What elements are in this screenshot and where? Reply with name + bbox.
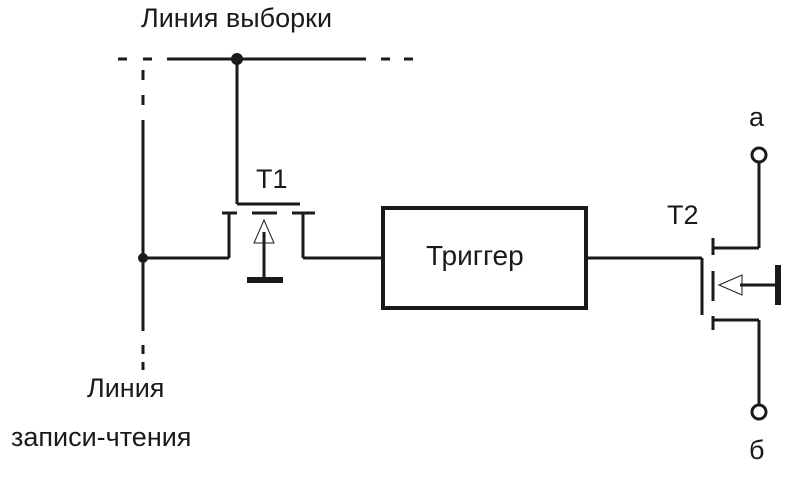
t1-substrate-arrow — [253, 218, 275, 244]
t2-label: T2 — [667, 200, 699, 230]
terminal-a-circle — [750, 146, 768, 164]
terminal-b-label: б — [749, 435, 765, 465]
terminal-a-label: а — [749, 102, 765, 132]
rw-line-label-line1: Линия — [87, 373, 165, 403]
rw-line-label-line2: записи-чтения — [11, 422, 192, 452]
t2-substrate-arrow — [717, 274, 743, 296]
trigger-label: Триггер — [426, 240, 524, 271]
t1-label: T1 — [256, 164, 288, 194]
transistor-t2 — [700, 163, 781, 405]
transistor-t1 — [143, 59, 383, 283]
terminal-b-circle — [750, 403, 768, 421]
select-line-label: Линия выборки — [141, 3, 333, 33]
